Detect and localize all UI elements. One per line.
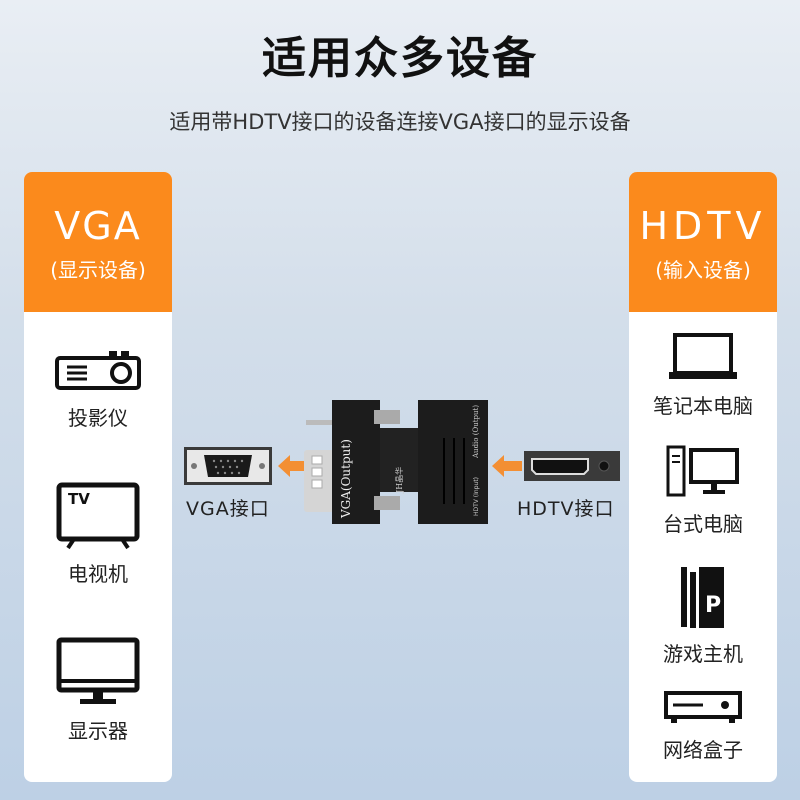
adapter-audio-text: Audio (Output): [472, 405, 480, 459]
item-label: 游戏主机: [663, 642, 743, 666]
page-subtitle: 适用带HDTV接口的设备连接VGA接口的显示设备: [169, 110, 631, 134]
list-item: 显示器: [24, 637, 172, 744]
vga-port-label: VGA接口: [186, 498, 270, 520]
card-header: HDTV (输入设备): [629, 172, 777, 312]
svg-text:P: P: [705, 593, 721, 618]
list-item: 笔记本电脑: [629, 332, 777, 419]
card-header: VGA (显示设备): [24, 172, 172, 312]
projector-icon: [55, 351, 141, 390]
adapter-brand: JH晶华: [394, 467, 404, 494]
list-item: 台式电脑: [629, 444, 777, 537]
list-item: 投影仪: [24, 348, 172, 431]
item-label: 投影仪: [68, 406, 128, 430]
vga-port-icon: [184, 447, 272, 485]
desktop-icon: [666, 445, 739, 497]
card-subtitle: (输入设备): [655, 258, 751, 282]
laptop-icon: [669, 333, 737, 379]
card-title: VGA: [54, 204, 142, 248]
list-item: P 游戏主机: [629, 564, 777, 667]
game-console-icon: P: [681, 567, 724, 628]
arrow-left-icon: [492, 455, 522, 477]
tv-icon: TV: [56, 482, 140, 550]
card-subtitle: (显示设备): [50, 258, 146, 282]
item-label: 电视机: [68, 562, 128, 586]
page-title: 适用众多设备: [262, 33, 538, 84]
arrow-left-icon: [278, 455, 308, 477]
monitor-icon: [56, 637, 140, 704]
list-item: TV 电视机: [24, 482, 172, 587]
item-label: 台式电脑: [663, 512, 743, 536]
adapter-hdtv-text: HDTV (Input): [473, 477, 480, 516]
adapter-vga-text: VGA(Output): [339, 439, 353, 519]
adapter-image: VGA(Output) JH晶华 Audio (Output) HDTV (In…: [304, 400, 488, 524]
item-label: 显示器: [68, 719, 128, 743]
hdtv-port-label: HDTV接口: [517, 498, 615, 520]
tv-icon-text: TV: [68, 490, 90, 508]
vga-display-devices-card: VGA (显示设备) 投影仪 TV 电视机 显示器: [24, 172, 172, 782]
network-box-icon: [664, 691, 742, 723]
list-item: 网络盒子: [629, 690, 777, 763]
item-label: 笔记本电脑: [653, 394, 753, 418]
hdtv-port-icon: [524, 451, 620, 481]
card-title: HDTV: [639, 204, 767, 248]
hdtv-input-devices-card: HDTV (输入设备) 笔记本电脑 台式电脑 P 游戏主机 网络盒子: [629, 172, 777, 782]
item-label: 网络盒子: [663, 738, 743, 762]
